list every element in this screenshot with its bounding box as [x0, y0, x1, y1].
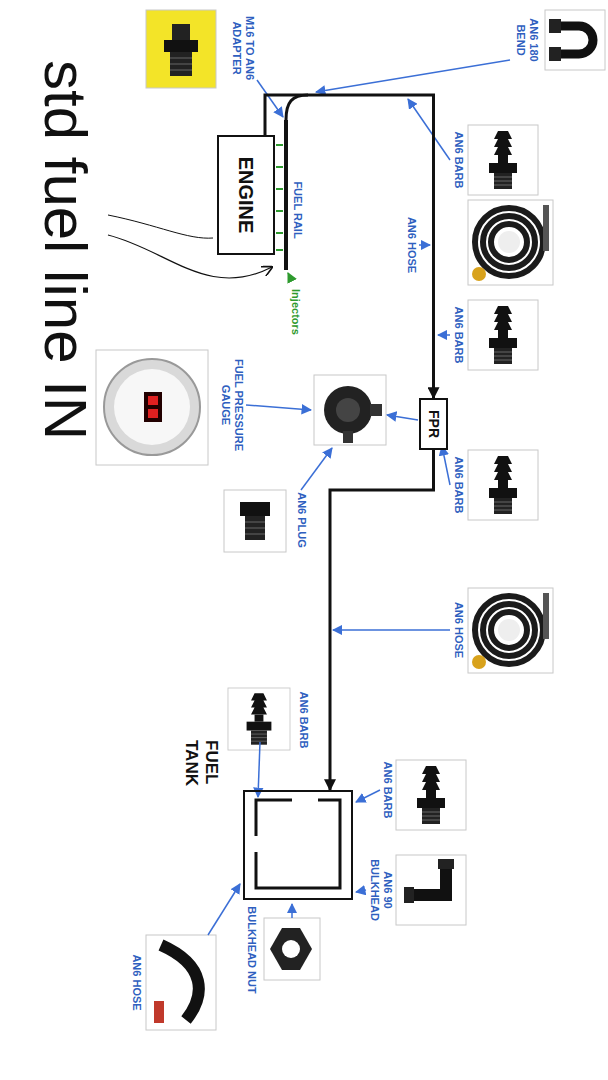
- node-text: ENGINE: [234, 157, 258, 234]
- tank-box: FUEL TANK: [243, 790, 353, 900]
- part-label: AN6 PLUG: [295, 480, 308, 560]
- barb-fitting-picture: [468, 450, 538, 520]
- bulkhead-fitting-picture: [396, 855, 466, 925]
- part-label: AN6 BARB: [452, 295, 465, 375]
- part-label: M16 TO AN6 ADAPTER: [230, 3, 256, 93]
- part-label: AN6 BARB: [381, 750, 394, 830]
- part-label: FUEL PRESSURE GAUGE: [219, 355, 245, 455]
- regulator-picture: [314, 375, 386, 445]
- hose-picture: [468, 200, 553, 285]
- part-label: AN6 90 BULKHEAD: [368, 850, 394, 930]
- barb-fitting-picture: [228, 688, 290, 750]
- part-label: AN6 HOSE: [452, 585, 465, 675]
- part-label: AN6 BARB: [452, 445, 465, 525]
- part-label: FUEL RAIL: [291, 170, 304, 250]
- pressure-gauge-picture: [96, 350, 208, 465]
- handwritten-note: std fuel line IN: [30, 60, 100, 700]
- barb-fitting-picture: [468, 125, 538, 195]
- fuel-line: [265, 95, 434, 398]
- node-text: FUEL TANK: [181, 740, 221, 792]
- bend-fitting-picture: [545, 10, 605, 70]
- node-text: FPR: [425, 410, 442, 438]
- part-label: AN6 BARB: [452, 120, 465, 200]
- part-label: AN6 HOSE: [405, 205, 418, 285]
- leader-lines: [208, 60, 510, 935]
- adapter-picture: [146, 10, 216, 88]
- hose-picture: [468, 588, 553, 673]
- fuel-line: [330, 450, 434, 790]
- engine-box: ENGINE: [217, 135, 275, 255]
- tank-interior: [256, 800, 340, 888]
- part-label: BULKHEAD NUT: [245, 905, 258, 995]
- part-label: AN6 180 BEND: [514, 5, 540, 75]
- part-label: AN6 BARB: [297, 680, 310, 760]
- part-label: AN6 HOSE: [130, 935, 143, 1030]
- plug-picture: [224, 490, 286, 552]
- hose-picture: [146, 935, 216, 1030]
- fuel-rail: [286, 95, 308, 270]
- nut-picture: [264, 918, 320, 980]
- injector-leader: [288, 273, 292, 281]
- hand-drawn-line: [108, 215, 213, 238]
- part-label: Injectors: [289, 282, 302, 342]
- regulator-box: FPR: [419, 398, 448, 450]
- barb-fitting-picture: [468, 300, 538, 370]
- barb-fitting-picture: [396, 760, 466, 830]
- injector-marks: [276, 145, 283, 250]
